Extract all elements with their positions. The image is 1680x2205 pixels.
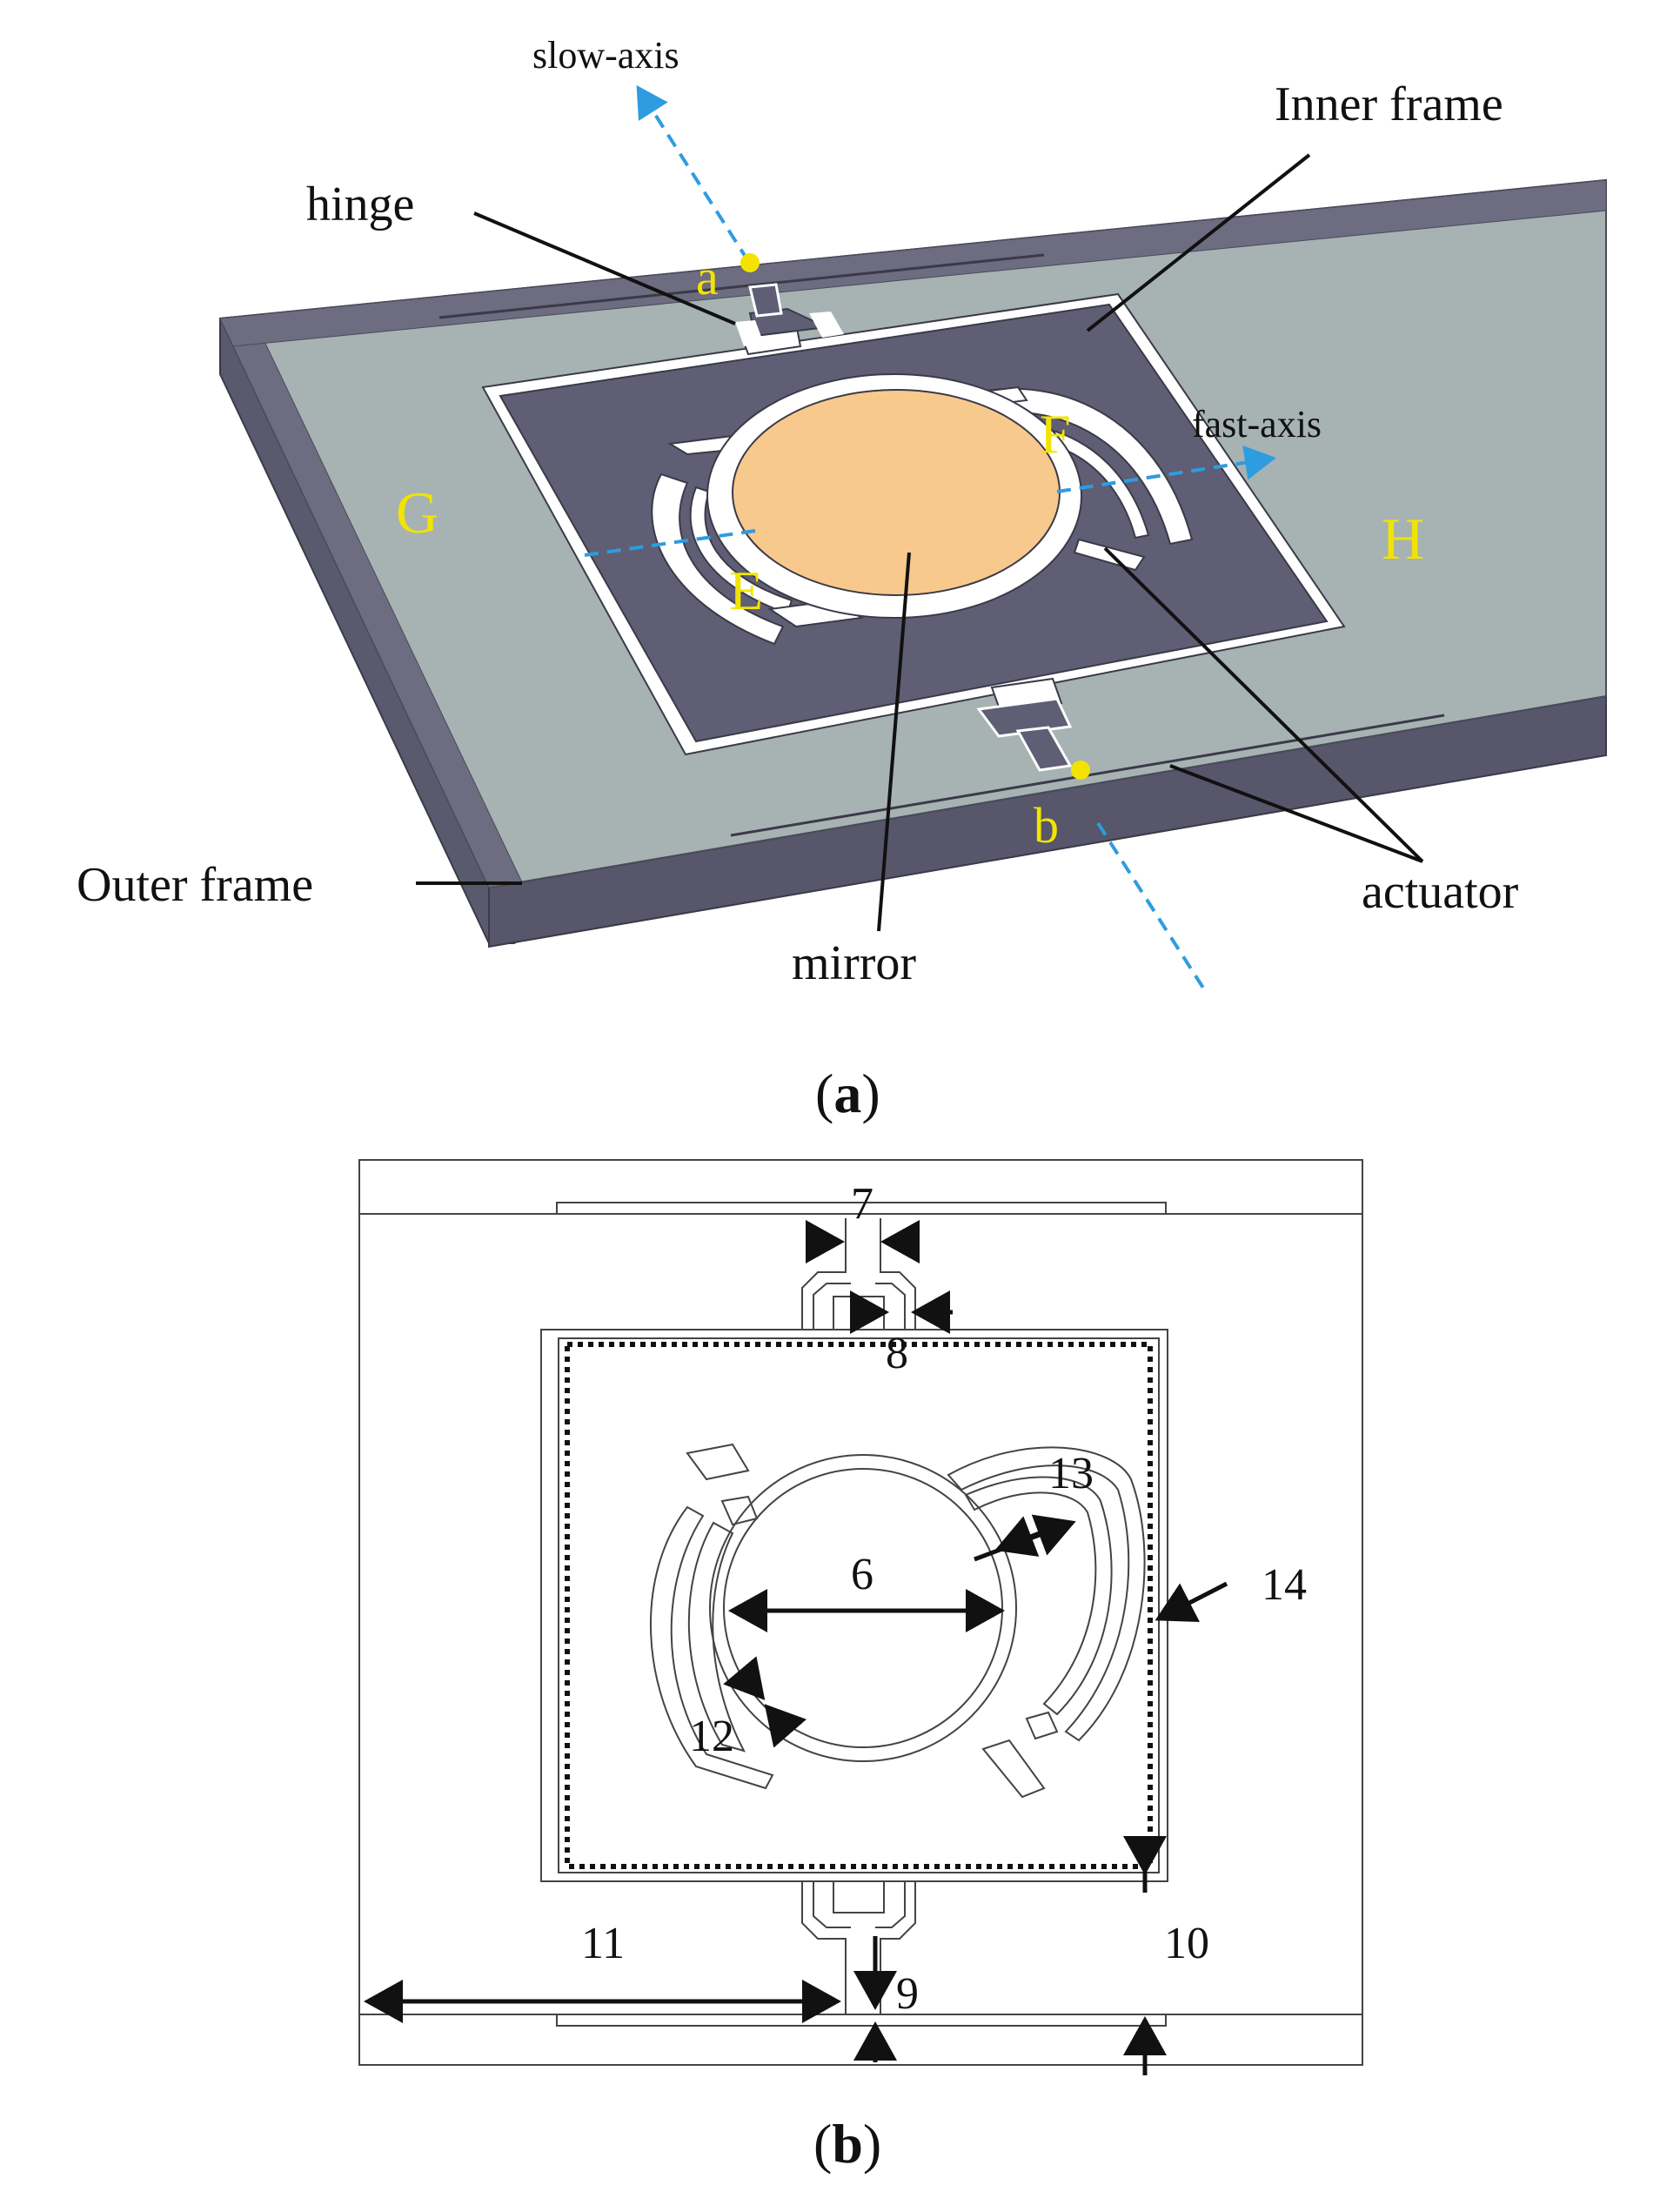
mirror-leader bbox=[877, 552, 911, 932]
inner-opening-outline bbox=[540, 1329, 1168, 1882]
dim-13-label: 13 bbox=[1048, 1449, 1094, 1498]
dimension-labels-b: 6 7 8 9 10 11 12 13 14 bbox=[581, 1179, 1307, 2019]
caption-b: (b) bbox=[813, 2113, 881, 2175]
region-h-label: H bbox=[1382, 506, 1424, 572]
fast-axis-label: fast-axis bbox=[1192, 403, 1322, 446]
inner-frame-leader bbox=[1086, 153, 1311, 332]
dim-12-label: 12 bbox=[689, 1712, 734, 1761]
dim-6-label: 6 bbox=[851, 1550, 873, 1599]
top-hinge-b bbox=[801, 1218, 916, 1330]
region-g-label: G bbox=[396, 479, 438, 546]
caption-a: (a) bbox=[815, 1062, 880, 1124]
region-f-label: F bbox=[1040, 403, 1071, 465]
dim-12-arrow-a bbox=[723, 1656, 766, 1700]
mirror-label: mirror bbox=[792, 936, 916, 990]
actuator-leader-2 bbox=[1169, 764, 1423, 863]
mirror-circle-b bbox=[723, 1468, 1003, 1748]
dim-9-label: 9 bbox=[896, 1969, 919, 2019]
bottom-hinge-b bbox=[801, 1880, 916, 2014]
actuator-leader-1 bbox=[1103, 546, 1424, 863]
dim-14-label: 14 bbox=[1262, 1560, 1307, 1610]
point-b-marker bbox=[1071, 761, 1090, 780]
mirror-outer-circle-b bbox=[709, 1454, 1017, 1762]
inner-frame-dotted bbox=[565, 1342, 1153, 1869]
bottom-hinge bbox=[976, 677, 1073, 772]
dimension-arrows-b bbox=[364, 1220, 1228, 2075]
dim-14-arrow bbox=[1155, 1581, 1228, 1622]
hinge-leader bbox=[473, 211, 736, 325]
outer-boundary bbox=[358, 1159, 1363, 2066]
dim-10-label: 10 bbox=[1164, 1919, 1209, 1968]
dim-12-arrow-b bbox=[764, 1704, 807, 1748]
dim-11-label: 11 bbox=[581, 1919, 625, 1968]
dim-8-label: 8 bbox=[886, 1329, 908, 1378]
point-a-marker bbox=[740, 253, 760, 272]
point-b-label: b bbox=[1034, 797, 1059, 854]
mirror bbox=[732, 389, 1061, 596]
fast-axis-line-right bbox=[1056, 445, 1276, 493]
caption-a-letter: a bbox=[833, 1062, 861, 1124]
slow-axis-line-bottom bbox=[1096, 821, 1208, 994]
slow-axis-label: slow-axis bbox=[532, 34, 679, 77]
dim-7-label: 7 bbox=[851, 1179, 873, 1229]
left-actuator-b bbox=[649, 1443, 774, 1790]
inner-frame-label: Inner frame bbox=[1275, 77, 1503, 131]
hinge-label: hinge bbox=[306, 178, 414, 231]
dim-13-arrow-b bbox=[974, 1514, 1076, 1562]
top-hinge bbox=[735, 283, 844, 356]
region-e-label: E bbox=[729, 560, 763, 621]
outer-frame-label: Outer frame bbox=[77, 858, 313, 912]
actuator-label: actuator bbox=[1362, 865, 1519, 919]
caption-b-letter: b bbox=[832, 2113, 863, 2175]
fast-axis-line-left bbox=[584, 529, 756, 557]
right-actuator-b bbox=[947, 1446, 1146, 1799]
point-a-label: a bbox=[696, 249, 719, 305]
figure-a: slow-axis Inner frame hinge fast-axis Ou… bbox=[77, 34, 1607, 1124]
slow-axis-line-top bbox=[636, 84, 750, 263]
